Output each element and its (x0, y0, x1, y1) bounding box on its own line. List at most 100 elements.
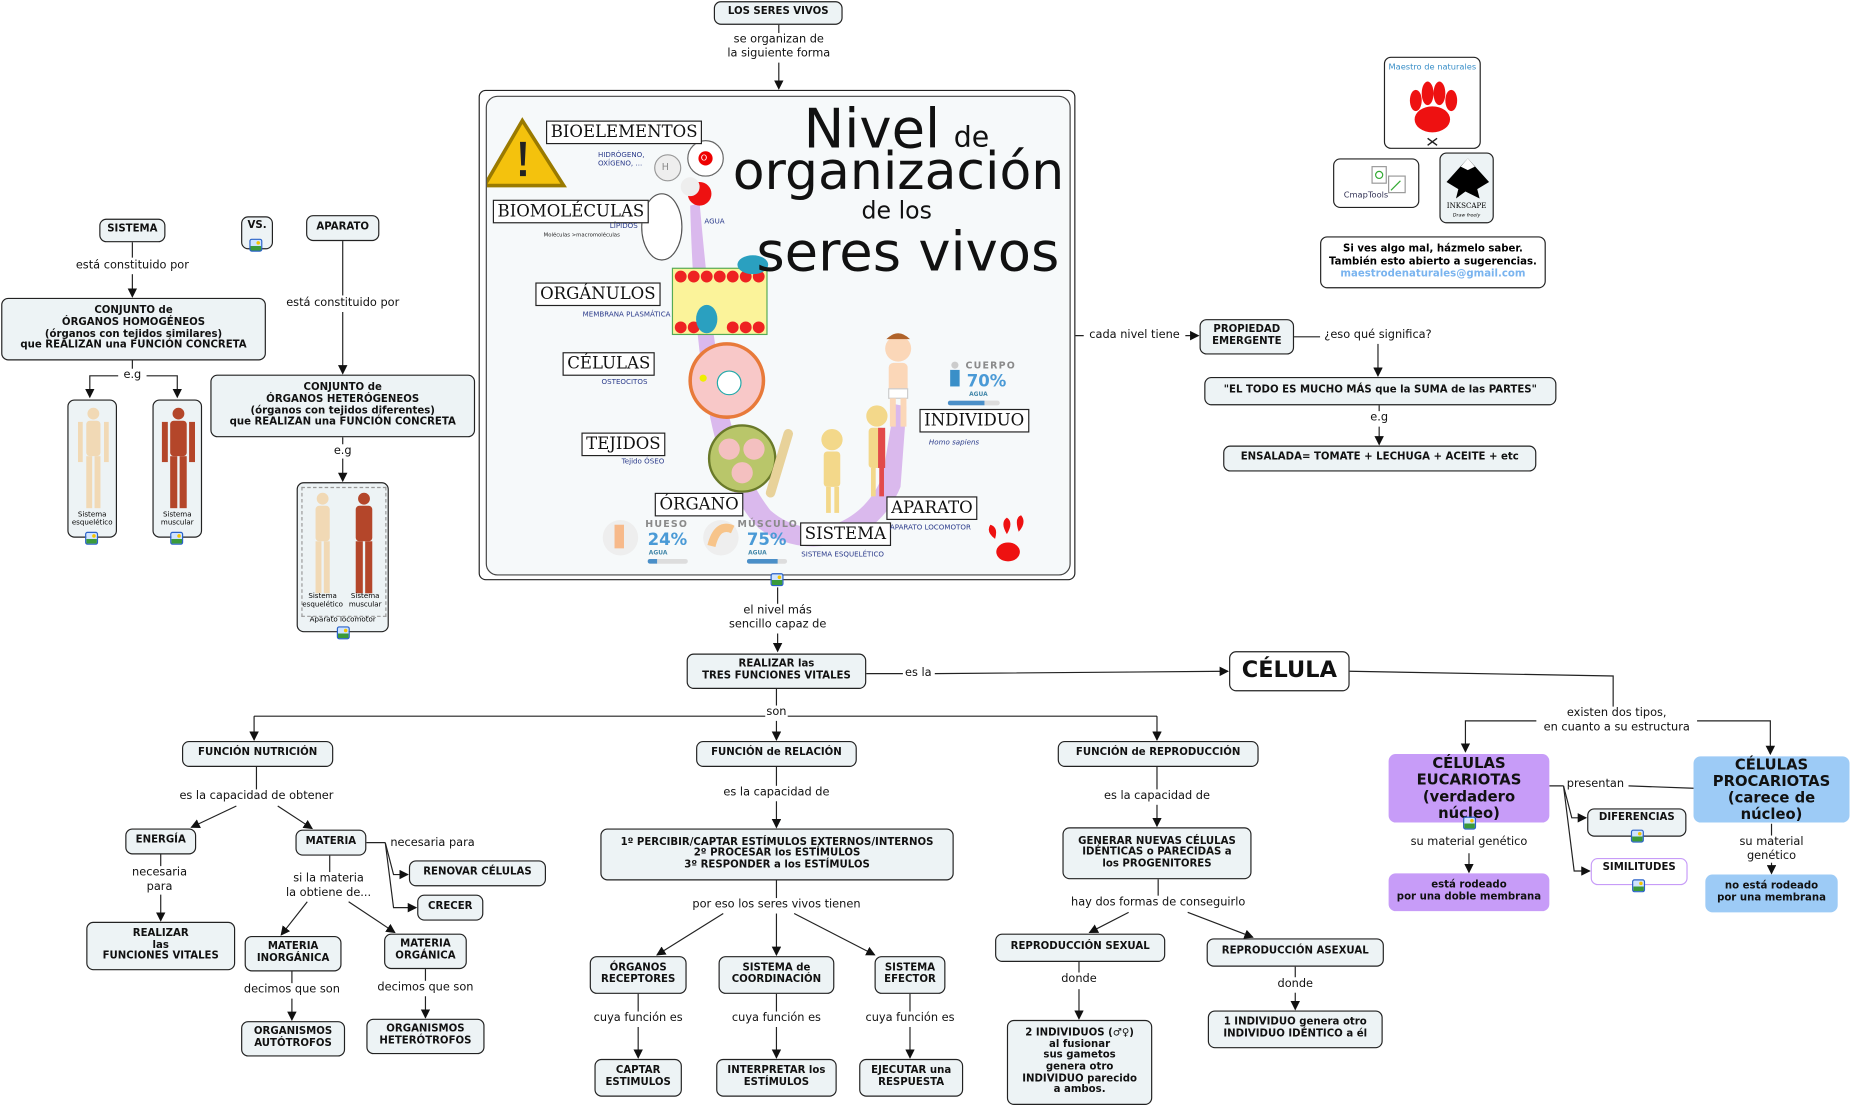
concept-funcion-reproduccion[interactable]: FUNCIÓN de REPRODUCCIÓN (1057, 740, 1259, 767)
concept-tres-funciones-vitales[interactable]: REALIZAR las TRES FUNCIONES VITALES (686, 653, 867, 689)
image-sistema-esqueletico[interactable]: Sistema esquelético (67, 399, 117, 538)
locomotor-figure-icon (866, 405, 888, 497)
concept-sistema-coordinacion[interactable]: SISTEMA de COORDINACIÓN (718, 956, 835, 994)
link-label-decimos-autotrofos: decimos que son (242, 983, 342, 997)
level-label-individuo: INDIVIDUO (919, 408, 1029, 433)
concept-heterotrofos[interactable]: ORGANISMOS HETERÓTROFOS (366, 1018, 485, 1055)
link-label-que-significa: ¿eso qué significa? (1323, 328, 1433, 343)
image-attachment-icon[interactable] (170, 531, 184, 545)
bone-icon (765, 428, 793, 498)
image-attachment-icon[interactable] (336, 626, 350, 640)
concept-autotrofos[interactable]: ORGANISMOS AUTÓTROFOS (241, 1021, 346, 1057)
concept-sin-membrana[interactable]: no está rodeado por una membrana (1705, 874, 1838, 913)
concept-sistema[interactable]: SISTEMA (99, 218, 166, 243)
concept-materia[interactable]: MATERIA (295, 829, 367, 856)
caption-sistema-esqueletico: Sistema esquelético (71, 510, 113, 527)
level-label-sistema: SISTEMA (800, 522, 891, 546)
concept-organos-heterogeneos[interactable]: CONJUNTO de ÓRGANOS HETERÓGENEOS (órgano… (210, 374, 476, 438)
link-label-capacidad-relacion: es la capacidad de (722, 785, 831, 800)
level-sub-bioelementos: HIDRÓGENO, OXÍGENO, ... (597, 151, 645, 169)
level-label-bioelementos: BIOELEMENTOS (545, 120, 703, 145)
concept-reproduccion-asexual[interactable]: REPRODUCCIÓN ASEXUAL (1206, 938, 1384, 967)
level-label-tejidos: TEJIDOS (581, 432, 666, 457)
link-label-obtiene-de: si la materia la obtiene de... (284, 872, 373, 900)
stat-cuerpo-value: 70% (966, 372, 1007, 392)
infographic-title-organizacion: organización (732, 141, 1065, 203)
concept-dos-individuos[interactable]: 2 INDIVIDUOS (♂♀) al fusionar sus gameto… (1006, 1019, 1153, 1105)
stat-musculo-bar (746, 558, 788, 564)
stat-musculo-unit: AGUA (748, 549, 767, 557)
concept-celulas-eucariotas[interactable]: CÉLULAS EUCARIOTAS (verdadero núcleo) (1388, 753, 1550, 823)
concept-ejecutar-respuesta[interactable]: EJECUTAR una RESPUESTA (859, 1058, 964, 1097)
image-attachment-icon[interactable] (1463, 816, 1477, 830)
logo-maestro-text: Maestro de naturales (1388, 62, 1477, 73)
concept-crecer[interactable]: CRECER (417, 894, 484, 921)
concept-reproduccion-sexual[interactable]: REPRODUCCIÓN SEXUAL (995, 933, 1166, 962)
stat-bar-fill (647, 558, 658, 564)
link-label-constituido-aparato: está constituido por (285, 296, 401, 311)
level-sub-osteocitos: OSTEOCITOS (601, 378, 648, 387)
link-label-constituido-sistema: está constituido por (74, 258, 191, 273)
concept-el-todo[interactable]: "EL TODO ES MUCHO MÁS que la SUMA de las… (1204, 376, 1557, 406)
link-label-son: son (765, 705, 788, 720)
link-label-capacidad-obtener: es la capacidad de obtener (178, 789, 335, 804)
central-image-node[interactable]: Nivel de organización de los seres vivos… (478, 89, 1076, 581)
cmaptools-text: CmapTools (1343, 190, 1389, 200)
image-sistema-muscular[interactable]: Sistema muscular (152, 399, 203, 538)
stat-musculo-value: 75% (746, 530, 787, 550)
link-label-material-genetico-euc: su material genético (1409, 835, 1529, 850)
feedback-note: Si ves algo mal, házmelo saber. También … (1320, 236, 1546, 289)
stat-cuerpo-unit: AGUA (969, 391, 988, 399)
image-attachment-icon[interactable] (1630, 829, 1644, 843)
stat-bar-fill (746, 558, 778, 564)
link-label-eg-sistema: e.g (122, 368, 143, 383)
skeleton-figure-icon (821, 428, 843, 513)
image-attachment-icon[interactable] (85, 531, 99, 545)
image-aparato-locomotor[interactable]: Sistema esquelético Sistema muscular Apa… (296, 482, 389, 633)
concept-doble-membrana[interactable]: está rodeado por una doble membrana (1388, 873, 1550, 912)
stat-bar-fill (947, 400, 985, 406)
concept-interpretar-estimulos[interactable]: INTERPRETAR los ESTÍMULOS (716, 1058, 837, 1097)
concept-percibir-procesar-responder[interactable]: 1º PERCIBIR/CAPTAR ESTÍMULOS EXTERNOS/IN… (600, 828, 954, 881)
link-label-necesaria-para-materia: necesaria para (389, 836, 476, 851)
concept-energia[interactable]: ENERGÍA (125, 828, 197, 855)
concept-realizar-funciones-vitales[interactable]: REALIZAR las FUNCIONES VITALES (86, 921, 236, 971)
logo-inkscape: INKSCAPE Draw freely (1439, 152, 1494, 224)
concept-renovar-celulas[interactable]: RENOVAR CÉLULAS (408, 860, 546, 887)
link-label-eg-aparato: e.g (332, 444, 353, 458)
concept-materia-organica[interactable]: MATERIA ORGÁNICA (384, 933, 467, 970)
concept-captar-estimulos[interactable]: CAPTAR ESTIMULOS (594, 1058, 682, 1097)
concept-sistema-efector[interactable]: SISTEMA EFECTOR (874, 956, 946, 994)
concept-ensalada[interactable]: ENSALADA= TOMATE + LECHUGA + ACEITE + et… (1223, 445, 1537, 472)
concept-generar-nuevas-celulas[interactable]: GENERAR NUEVAS CÉLULAS IDÉNTICAS o PAREC… (1062, 827, 1252, 880)
lipid-icon (641, 193, 683, 261)
concept-propiedad-emergente[interactable]: PROPIEDAD EMERGENTE (1199, 319, 1295, 355)
stat-hueso-label: HUESO (645, 518, 689, 530)
image-attachment-icon[interactable] (1632, 879, 1646, 893)
aparato-image-frame (301, 486, 387, 617)
image-attachment-icon[interactable] (249, 238, 263, 252)
concept-similitudes[interactable]: SIMILITUDES (1590, 857, 1688, 886)
concept-celulas-procariotas[interactable]: CÉLULAS PROCARIOTAS (carece de núcleo) (1693, 756, 1850, 823)
paw-logo-icon (1409, 81, 1458, 146)
link-label-seres-vivos-tienen: por eso los seres vivos tienen (691, 898, 862, 912)
concept-los-seres-vivos[interactable]: LOS SERES VIVOS (713, 1, 843, 25)
level-label-aparato: APARATO (886, 496, 978, 520)
concept-organos-receptores[interactable]: ÓRGANOS RECEPTORES (589, 956, 687, 994)
stat-hueso-bar (647, 558, 688, 564)
concept-funcion-relacion[interactable]: FUNCIÓN de RELACIÓN (696, 740, 857, 767)
link-label-donde-asexual: donde (1276, 977, 1315, 991)
infographic-drawing (486, 117, 1024, 562)
feedback-email-link[interactable]: maestrodenaturales@gmail.com (1340, 268, 1526, 281)
caption-ap-muscular: Sistema muscular (348, 592, 382, 609)
warning-icon (486, 117, 567, 188)
concept-celula[interactable]: CÉLULA (1229, 651, 1350, 692)
concept-organos-homogeneos[interactable]: CONJUNTO de ÓRGANOS HOMOGÉNEOS (órganos … (1, 297, 266, 361)
image-attachment-icon[interactable] (770, 573, 784, 587)
concept-aparato[interactable]: APARATO (306, 215, 380, 242)
concept-funcion-nutricion[interactable]: FUNCIÓN NUTRICIÓN (181, 740, 334, 767)
concept-un-individuo[interactable]: 1 INDIVIDUO genera otro INDIVIDUO IDÉNTI… (1207, 1010, 1383, 1049)
level-label-organulos: ORGÁNULOS (535, 282, 661, 307)
concept-materia-inorganica[interactable]: MATERIA INORGÁNICA (244, 935, 342, 972)
